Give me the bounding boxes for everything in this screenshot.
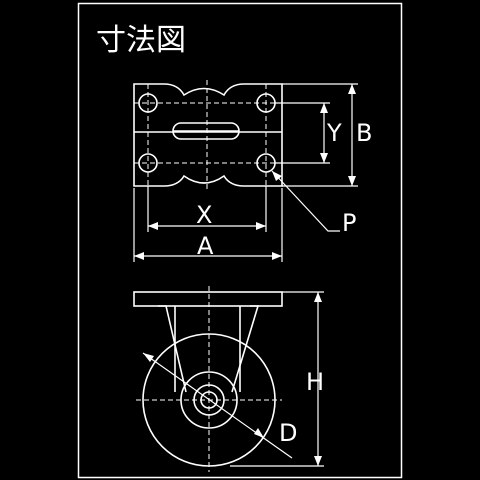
leader-p (271, 170, 340, 232)
dimension-x (147, 186, 267, 232)
label-b: B (356, 119, 372, 147)
label-h: H (306, 368, 324, 396)
arrow-x-right (256, 222, 266, 230)
arrow-d-upper (143, 353, 154, 362)
dimension-b (282, 83, 358, 187)
dimension-d (142, 352, 293, 459)
arrow-a-left (134, 252, 144, 260)
arrow-y-top (320, 103, 328, 113)
arrow-d-lower (254, 428, 264, 438)
dimension-h (230, 291, 324, 467)
arrow-y-bottom (320, 153, 328, 163)
arrow-b-top (348, 84, 356, 94)
arrow-h-top (314, 292, 322, 302)
label-a: A (197, 232, 214, 260)
wheel-centerlines (136, 286, 282, 472)
label-x: X (196, 201, 212, 229)
arrow-b-bottom (348, 176, 356, 186)
mounting-plate-top-view (133, 83, 283, 187)
arrow-h-bottom (314, 456, 322, 466)
label-y: Y (326, 119, 342, 147)
dimension-a (133, 188, 283, 262)
outer-border (77, 2, 403, 479)
arrow-x-left (148, 222, 158, 230)
arrow-a-right (272, 252, 282, 260)
caster-side-view (133, 291, 283, 467)
arrow-p (272, 171, 282, 181)
label-p: P (342, 209, 356, 237)
drawing-title: 寸法図 (96, 23, 186, 58)
plate-centerlines (134, 80, 282, 192)
label-d: D (279, 419, 297, 447)
